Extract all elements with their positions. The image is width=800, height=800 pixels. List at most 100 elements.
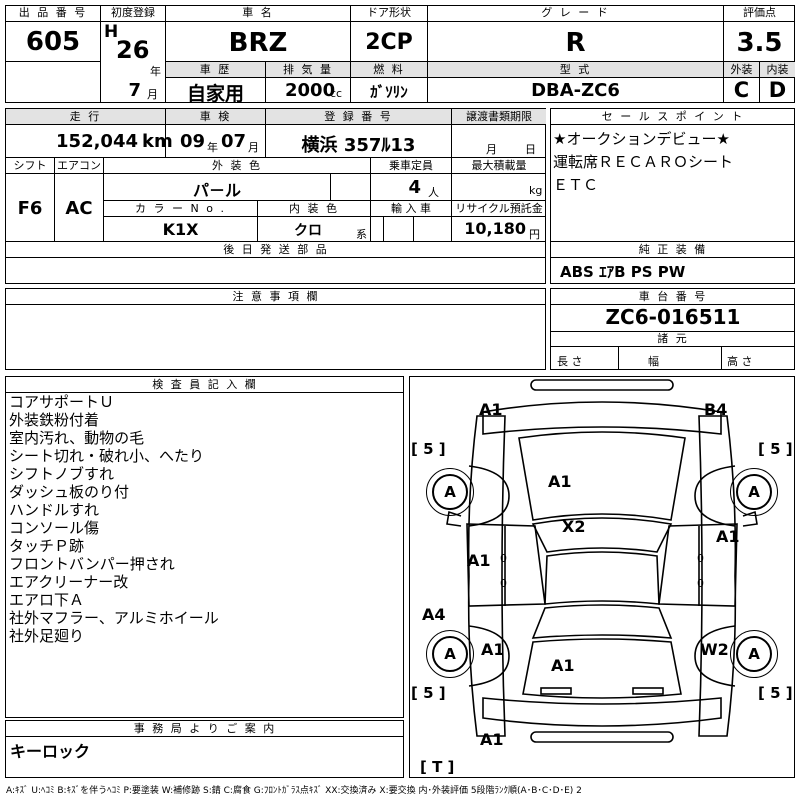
fuel-value: ｶﾞｿﾘﾝ (370, 83, 408, 101)
chassis-value: ZC6-016511 (605, 305, 741, 329)
tire-rear-left: [ 5 ] (411, 684, 446, 702)
note-11: エアクリーナー改 (9, 573, 129, 591)
model-code-label: 型 式 (428, 62, 723, 77)
grade-label: グ レ ー ド (541, 6, 610, 19)
door-value: 2CP (365, 30, 413, 55)
car-diagram (446, 379, 758, 743)
dimensions-label: 諸 元 (657, 332, 689, 345)
legend: A:ｷｽﾞ U:ﾍｺﾐ B:ｷｽﾞを伴うﾍｺﾐ P:要塗装 W:補修跡 S:錆 … (6, 786, 582, 796)
era-value: H (104, 22, 119, 42)
shift-value: F6 (17, 198, 43, 219)
transfer-day-unit: 日 (525, 143, 536, 156)
year-unit: 年 (150, 65, 161, 78)
door-label: ドア形状 (367, 6, 411, 19)
tire-front-left: [ 5 ] (411, 440, 446, 458)
max-load-unit: kg (529, 184, 543, 197)
recycle-label: リサイクル預託金 (455, 202, 543, 215)
sales-point-1: ★オークションデビュー★ (553, 130, 730, 148)
chassis-block (550, 288, 795, 370)
displacement-label: 排 気 量 (266, 62, 350, 77)
recycle-unit: 円 (529, 228, 540, 241)
inspection-year-unit: 年 (207, 141, 218, 154)
mark-front-right: B4 (704, 400, 728, 419)
inspection-month: 07 (221, 131, 247, 152)
door-zero-1: 0 (500, 552, 507, 565)
office-block (5, 720, 404, 778)
inspector-notes: コアサポートＵ 外装鉄粉付着 室内汚れ、動物の毛 シート切れ・破れ小、へたり シ… (9, 393, 401, 645)
exterior-grade: C (733, 78, 750, 102)
capacity-value: 4 (408, 177, 421, 198)
sales-point-block (550, 108, 795, 284)
note-6: ダッシュ板のり付 (9, 483, 130, 501)
first-reg-label: 初度登録 (111, 6, 155, 19)
wheel-front-left-icon: A (426, 468, 474, 516)
exterior-label: 外装 (724, 62, 759, 77)
mark-hood: A1 (548, 472, 572, 491)
note-2: 外装鉄粉付着 (9, 411, 100, 429)
registration-value: 横浜 357ﾙ13 (301, 135, 416, 156)
transfer-deadline-label: 譲渡書類期限 (452, 109, 546, 124)
note-4: シート切れ・破れ小、へたり (9, 447, 205, 465)
inspection-year: 09 (180, 131, 206, 152)
mark-left-rear-fender: A1 (481, 640, 505, 659)
model-code-value: DBA-ZC6 (531, 80, 620, 101)
note-9: タッチＰ跡 (9, 537, 85, 555)
tire-rear-right: [ 5 ] (758, 684, 793, 702)
note-1: コアサポートＵ (9, 393, 115, 411)
inspector-label: 検 査 員 記 入 欄 (152, 378, 258, 391)
fuel-label: 燃 料 (351, 62, 427, 77)
color-no-label: カ ラ ー N o . (135, 202, 226, 215)
int-color-unit: 系 (356, 228, 367, 241)
car-name-label: 車 名 (242, 6, 274, 19)
office-label: 事 務 局 よ り ご 案 内 (133, 722, 277, 735)
inspector-block (5, 376, 404, 718)
color-no-value: K1X (162, 220, 199, 239)
grade-value: R (565, 28, 586, 58)
score-value: 3.5 (736, 28, 783, 58)
capacity-unit: 人 (428, 186, 439, 199)
lot-number: 605 (25, 27, 81, 57)
mark-trunk: A1 (551, 656, 575, 675)
displacement-unit: cc (330, 87, 343, 100)
sales-point-3: ＥＴＣ (553, 176, 599, 194)
aircon-label: エアコン (57, 159, 101, 172)
interior-grade: D (768, 78, 787, 102)
mark-roof: X2 (562, 517, 586, 536)
spare-tire: [ T ] (420, 758, 455, 776)
note-8: コンソール傷 (9, 519, 100, 537)
vehicle-info-block (5, 108, 546, 284)
inspection-month-unit: 月 (248, 141, 259, 154)
aircon-value: AC (65, 198, 93, 219)
score-label: 評価点 (743, 6, 776, 19)
wheel-rear-left-icon: A (426, 630, 474, 678)
registration-label: 登 録 番 号 (266, 109, 451, 124)
door-zero-2: 0 (500, 577, 507, 590)
shift-label: シフト (13, 159, 47, 172)
note-7: ハンドルすれ (9, 501, 100, 519)
history-label: 車 歴 (166, 62, 265, 77)
import-label: 輸 入 車 (391, 202, 431, 215)
lot-no-label: 出 品 番 号 (18, 6, 88, 19)
month-unit: 月 (147, 88, 158, 101)
mileage-unit: km (142, 131, 173, 152)
mark-rear-bumper: A1 (480, 730, 504, 749)
mark-left-front-door: A1 (467, 551, 491, 570)
length-label: 長 さ (557, 355, 583, 368)
office-note: キーロック (10, 742, 91, 761)
later-parts-label: 後 日 発 送 部 品 (223, 243, 329, 256)
note-10: フロントバンパー押され (9, 555, 175, 573)
mileage-label: 走 行 (6, 109, 165, 124)
note-3: 室内汚れ、動物の毛 (9, 429, 145, 447)
int-color-label: 内 装 色 (289, 202, 339, 215)
door-zero-3: 0 (697, 552, 704, 565)
mark-left-rear: A4 (422, 605, 446, 624)
wheel-rear-right-icon: A (730, 630, 778, 678)
first-reg-year: 26 (116, 36, 150, 64)
note-5: シフトノブすれ (9, 465, 115, 483)
chassis-label: 車 台 番 号 (638, 290, 708, 303)
history-value: 自家用 (186, 83, 244, 105)
wheel-front-right-icon: A (730, 468, 778, 516)
mark-right-rear-fender: W2 (700, 640, 729, 659)
int-color-value: クロ (294, 223, 322, 239)
width-label: 幅 (648, 355, 659, 368)
